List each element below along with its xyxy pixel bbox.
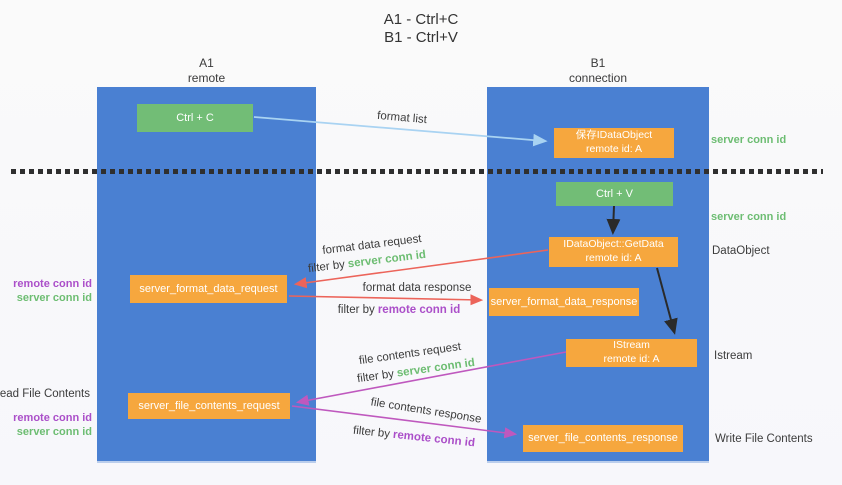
remote-conn-id-left-top: remote conn id — [13, 278, 92, 290]
server-conn-id-left-bottom: server conn id — [16, 425, 92, 438]
lane-header-b1: B1 connection — [487, 56, 709, 86]
istream-line1: IStream — [613, 339, 650, 352]
lane-a1-subtitle: remote — [187, 71, 226, 85]
remote-conn-id-text: remote conn id — [392, 428, 476, 450]
ctrl-c-label: Ctrl + C — [176, 111, 214, 124]
format-list-label: format list — [376, 109, 428, 127]
getdata-box: IDataObject::GetData remote id: A — [549, 237, 678, 267]
ctrl-c-box: Ctrl + C — [137, 104, 253, 132]
server-format-data-response-label: server_format_data_response — [490, 295, 638, 308]
getdata-line2: remote id: A — [585, 252, 642, 264]
server-conn-id-right-middle: server conn id — [711, 211, 787, 223]
save-idataobject-box: 保存IDataObject remote id: A — [554, 128, 674, 158]
format-data-response-label: format data response — [362, 282, 472, 294]
title-line-ctrl-c: A1 - Ctrl+C — [383, 11, 459, 28]
server-conn-id-right-top: server conn id — [711, 134, 787, 146]
save-idataobject-line1: 保存IDataObject — [575, 129, 653, 142]
filter-by-text: filter by — [352, 424, 391, 441]
getdata-line1: IDataObject::GetData — [563, 238, 664, 251]
left-conn-id-block-bottom: remote conn id server conn id — [13, 412, 92, 439]
remote-conn-id-left-bottom: remote conn id — [13, 412, 92, 424]
server-conn-id-left-top: server conn id — [16, 291, 92, 304]
server-file-contents-response-label: server_file_contents_response — [528, 432, 678, 445]
server-file-contents-response-box: server_file_contents_response — [523, 425, 683, 452]
write-file-contents-label: Write File Contents — [715, 433, 813, 445]
lane-header-a1: A1 remote — [97, 56, 316, 86]
lane-b1-title: B1 — [590, 56, 606, 70]
dataobject-label: DataObject — [712, 245, 770, 257]
remote-conn-id-text: remote conn id — [377, 304, 461, 316]
lane-a1-title: A1 — [199, 56, 214, 70]
istream-box: IStream remote id: A — [566, 339, 697, 367]
ctrl-v-label: Ctrl + V — [596, 187, 633, 200]
diagram-title: A1 - Ctrl+C B1 - Ctrl+V — [0, 11, 842, 47]
lane-b1-subtitle: connection — [568, 71, 628, 85]
filter-by-text: filter by — [356, 368, 395, 386]
file-contents-response-label: file contents response — [369, 396, 483, 426]
istream-side-label: Istream — [714, 350, 753, 362]
format-data-response-arrow — [288, 294, 484, 306]
server-file-contents-request-box: server_file_contents_request — [128, 393, 290, 419]
left-conn-id-block-top: remote conn id server conn id — [13, 278, 92, 305]
read-file-contents-label: Read File Contents — [0, 388, 90, 400]
server-format-data-request-label: server_format_data_request — [139, 282, 278, 295]
server-format-data-request-box: server_format_data_request — [130, 275, 287, 303]
server-format-data-response-box: server_format_data_response — [489, 288, 639, 316]
filter-by-text: filter by — [337, 304, 375, 316]
istream-line2: remote id: A — [603, 353, 660, 365]
save-idataobject-line2: remote id: A — [585, 143, 643, 155]
server-file-contents-request-label: server_file_contents_request — [138, 399, 280, 412]
title-line-ctrl-v: B1 - Ctrl+V — [384, 29, 458, 46]
dotted-separator — [11, 169, 823, 174]
ctrl-v-box: Ctrl + V — [556, 182, 673, 206]
